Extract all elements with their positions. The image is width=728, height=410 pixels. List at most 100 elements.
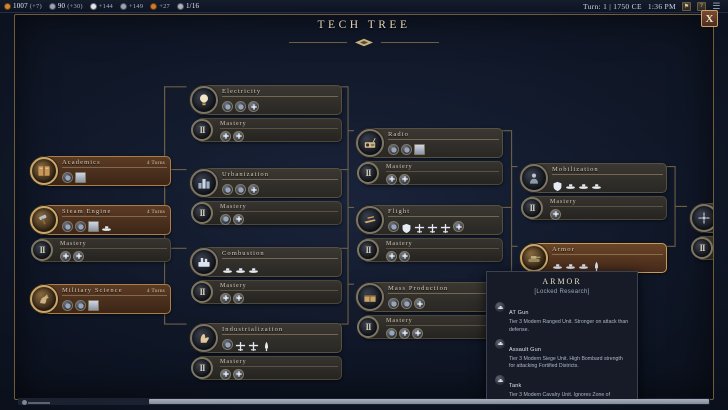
carrier-icon[interactable]: [591, 179, 602, 190]
scrollbar-thumb[interactable]: [149, 399, 709, 404]
battleship-icon[interactable]: [248, 263, 259, 274]
assault-gun-icon[interactable]: [565, 259, 576, 270]
broadcast-icon[interactable]: [388, 144, 399, 155]
tech-card-armor[interactable]: Armor: [520, 243, 667, 273]
tech-node-aerodynamics[interactable]: AeIIMa: [690, 203, 713, 260]
district-icon[interactable]: [401, 144, 412, 155]
bonus-icon[interactable]: [399, 173, 410, 185]
notifications-icon[interactable]: ⚑: [682, 1, 691, 11]
tech-card-flight[interactable]: Flight: [356, 205, 503, 235]
district-icon[interactable]: [75, 221, 86, 232]
close-button[interactable]: X: [701, 10, 718, 27]
neighborhood-icon[interactable]: [222, 184, 233, 195]
jet-icon[interactable]: [248, 339, 259, 351]
factory-icon[interactable]: [62, 221, 73, 232]
bomber-icon[interactable]: [427, 221, 438, 233]
fighter-icon[interactable]: [440, 221, 451, 233]
monument-icon[interactable]: [414, 144, 425, 155]
district-icon[interactable]: [62, 172, 73, 183]
menu-icon[interactable]: ☰: [712, 0, 721, 11]
fort-icon[interactable]: [75, 300, 86, 311]
shipyard-icon[interactable]: [388, 298, 399, 309]
bonus-icon[interactable]: [550, 208, 561, 220]
bonus-icon[interactable]: [414, 298, 425, 309]
bonus-icon[interactable]: [399, 250, 410, 262]
globe-icon[interactable]: [220, 213, 231, 225]
bonus-icon[interactable]: [248, 184, 259, 195]
tank-unit-icon[interactable]: [578, 259, 589, 270]
landing-craft-icon[interactable]: [578, 179, 589, 190]
district-icon[interactable]: [235, 101, 246, 112]
shield-icon[interactable]: [401, 221, 412, 234]
bonus-icon[interactable]: [60, 250, 71, 262]
ironclad-icon[interactable]: [101, 221, 112, 232]
building-icon[interactable]: [88, 221, 99, 232]
bonus-icon[interactable]: [233, 130, 244, 142]
tech-card-mass-production[interactable]: Mass Production: [356, 282, 503, 312]
bonus-icon[interactable]: [73, 250, 84, 262]
tech-card-urbanization[interactable]: Urbanization: [190, 168, 342, 198]
bonus-icon[interactable]: [220, 292, 231, 304]
bonus-icon[interactable]: [233, 368, 244, 380]
tech-card-industrialization[interactable]: Industrialization: [190, 323, 342, 353]
tech-card-aerodynamics[interactable]: Ae: [690, 203, 713, 233]
abambowes-icon[interactable]: [591, 259, 602, 272]
district-icon[interactable]: [222, 339, 233, 350]
globe-icon[interactable]: [388, 221, 399, 232]
bonus-icon[interactable]: [248, 101, 259, 112]
great-person-icon[interactable]: [386, 327, 397, 339]
bonus-icon[interactable]: [220, 368, 231, 380]
tech-card-mobilization[interactable]: Mobilization: [520, 163, 667, 193]
destroyer-icon[interactable]: [222, 263, 233, 274]
bonus-icon[interactable]: [412, 327, 423, 339]
cavalry-unit-icon[interactable]: [62, 300, 73, 311]
bonus-icon[interactable]: [399, 327, 410, 339]
bonus-icon[interactable]: [386, 173, 397, 185]
tech-card-combustion[interactable]: Combustion: [190, 247, 342, 277]
tech-node-armor[interactable]: Armor: [520, 243, 667, 273]
submarine-icon[interactable]: [235, 263, 246, 274]
bonus-icon[interactable]: [233, 213, 244, 225]
shield-icon[interactable]: [552, 179, 563, 192]
transport-icon[interactable]: [565, 179, 576, 190]
at-gun-icon[interactable]: [552, 259, 563, 270]
tech-card-radio[interactable]: Radio: [356, 128, 503, 158]
district-icon[interactable]: [401, 298, 412, 309]
district-icon[interactable]: [235, 184, 246, 195]
horizontal-scrollbar[interactable]: [18, 398, 710, 405]
building-icon[interactable]: [88, 300, 99, 311]
bonus-icon[interactable]: [386, 250, 397, 262]
biplane-unit-icon[interactable]: [414, 221, 425, 233]
tech-card-electricity[interactable]: Electricity: [190, 85, 342, 115]
bonus-icon[interactable]: [453, 221, 464, 232]
building-icon[interactable]: [75, 172, 86, 183]
power-plant-icon[interactable]: [222, 101, 233, 112]
bonus-icon[interactable]: [220, 130, 231, 142]
plane-icon[interactable]: [235, 339, 246, 351]
